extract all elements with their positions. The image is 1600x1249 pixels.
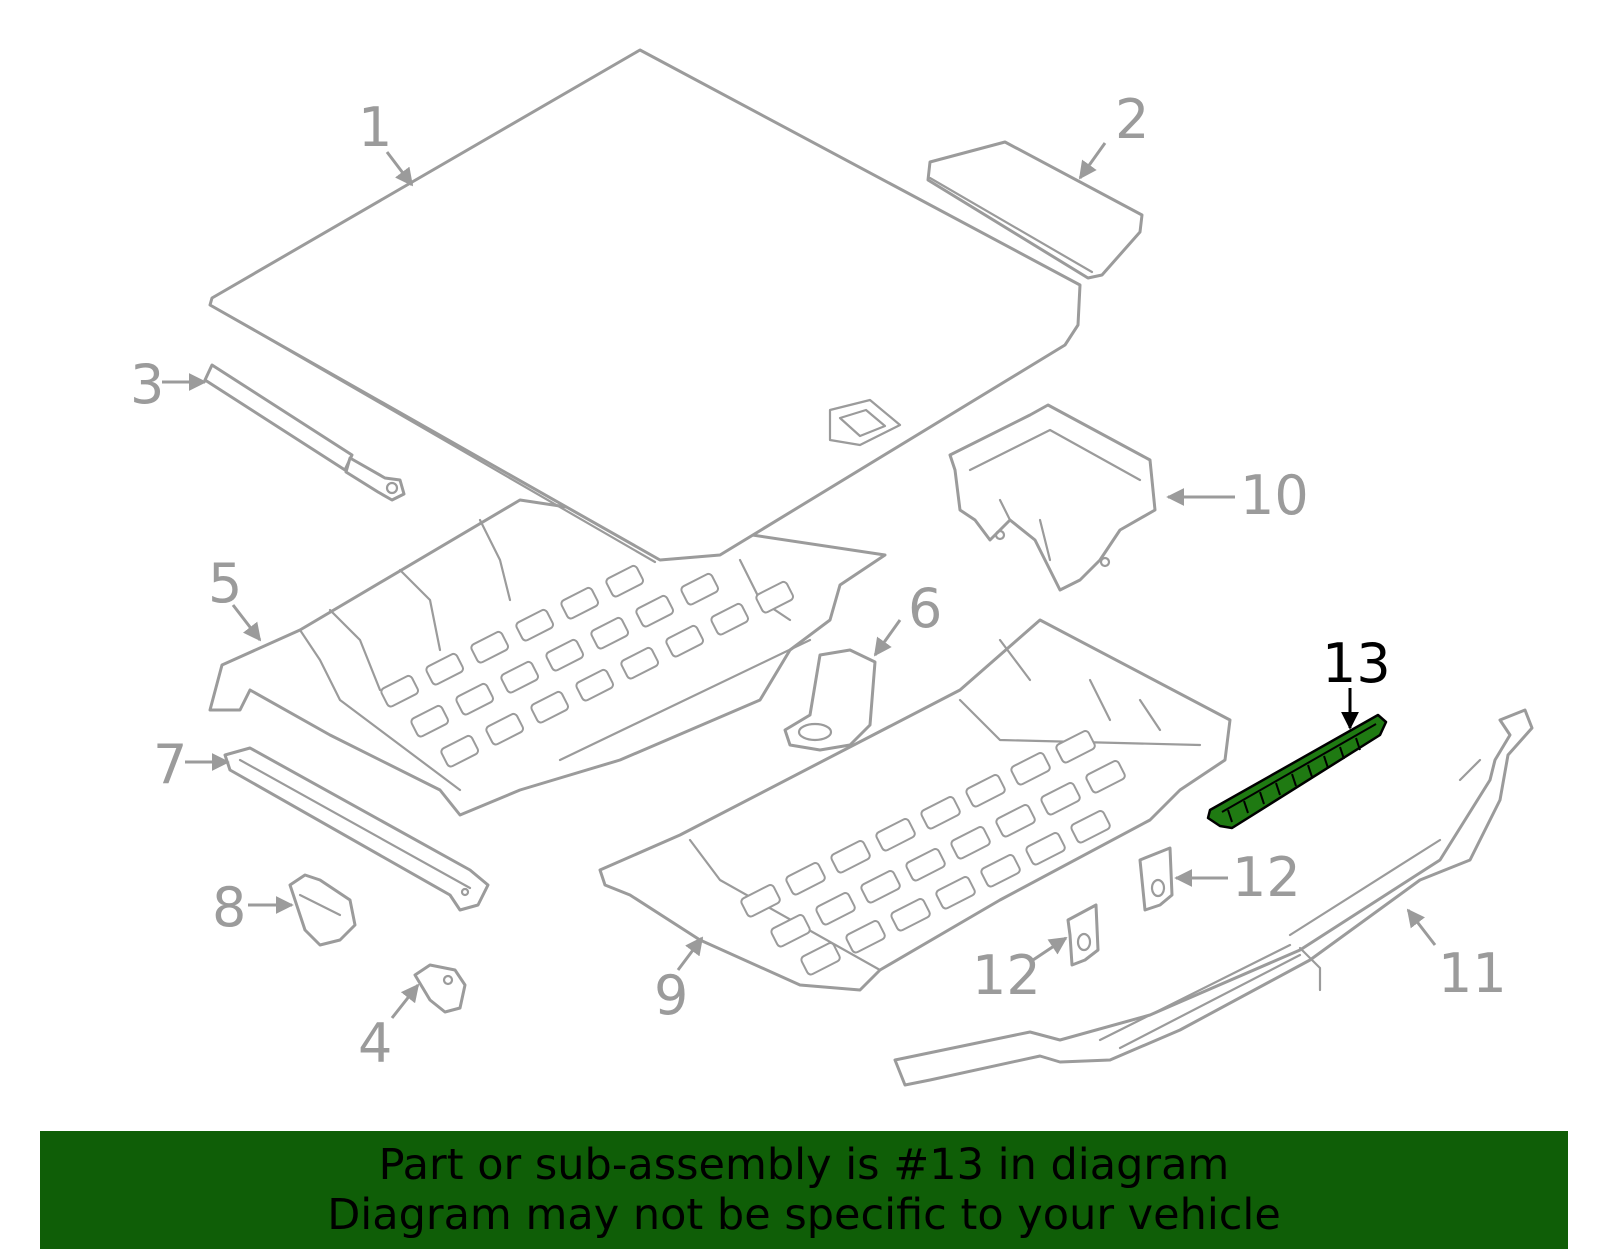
part-7-rail — [223, 746, 490, 912]
callout-8: 8 — [212, 876, 246, 939]
callout-3: 3 — [130, 353, 164, 416]
part-5-floor-grid — [380, 564, 794, 768]
callout-10: 10 — [1240, 464, 1309, 527]
part-9-tray-grid — [740, 730, 1126, 976]
part-2-cover-panel — [926, 140, 1144, 280]
part-3-gas-strut — [203, 363, 406, 502]
callout-9: 9 — [654, 964, 688, 1027]
callout-6: 6 — [908, 577, 942, 640]
banner-line-2: Diagram may not be specific to your vehi… — [327, 1190, 1281, 1240]
part-4-small-bracket — [413, 963, 467, 1014]
part-8-bracket — [288, 873, 357, 947]
part-9-cargo-tray — [598, 618, 1232, 992]
part-12-clip-upper — [1138, 846, 1174, 912]
callout-4: 4 — [358, 1012, 392, 1075]
part-6-support — [783, 648, 877, 752]
part-12-clip-lower — [1066, 903, 1100, 967]
banner-line-1: Part or sub-assembly is #13 in diagram — [378, 1140, 1230, 1190]
callout-11: 11 — [1438, 942, 1507, 1005]
info-banner: Part or sub-assembly is #13 in diagram D… — [40, 1131, 1568, 1249]
callout-2: 2 — [1115, 88, 1149, 151]
part-13-highlighted-strip — [1206, 713, 1388, 830]
callout-labels: 1 2 3 5 6 10 7 8 4 9 11 12 12 13 — [130, 88, 1507, 1075]
part-11-scuff-plate — [893, 708, 1534, 1087]
part-1-load-floor-panel — [208, 48, 1082, 564]
callout-12-lower: 12 — [972, 944, 1041, 1007]
parts-diagram: 1 2 3 5 6 10 7 8 4 9 11 12 12 13 — [130, 48, 1534, 1087]
part-10-bracket — [948, 403, 1157, 592]
callout-13: 13 — [1322, 632, 1391, 695]
callout-7: 7 — [153, 733, 187, 796]
callout-1: 1 — [358, 96, 392, 159]
callout-5: 5 — [208, 552, 242, 615]
part-5-cargo-floor — [208, 498, 887, 817]
callout-12-upper: 12 — [1232, 846, 1301, 909]
leader-arrows — [162, 142, 1437, 1019]
